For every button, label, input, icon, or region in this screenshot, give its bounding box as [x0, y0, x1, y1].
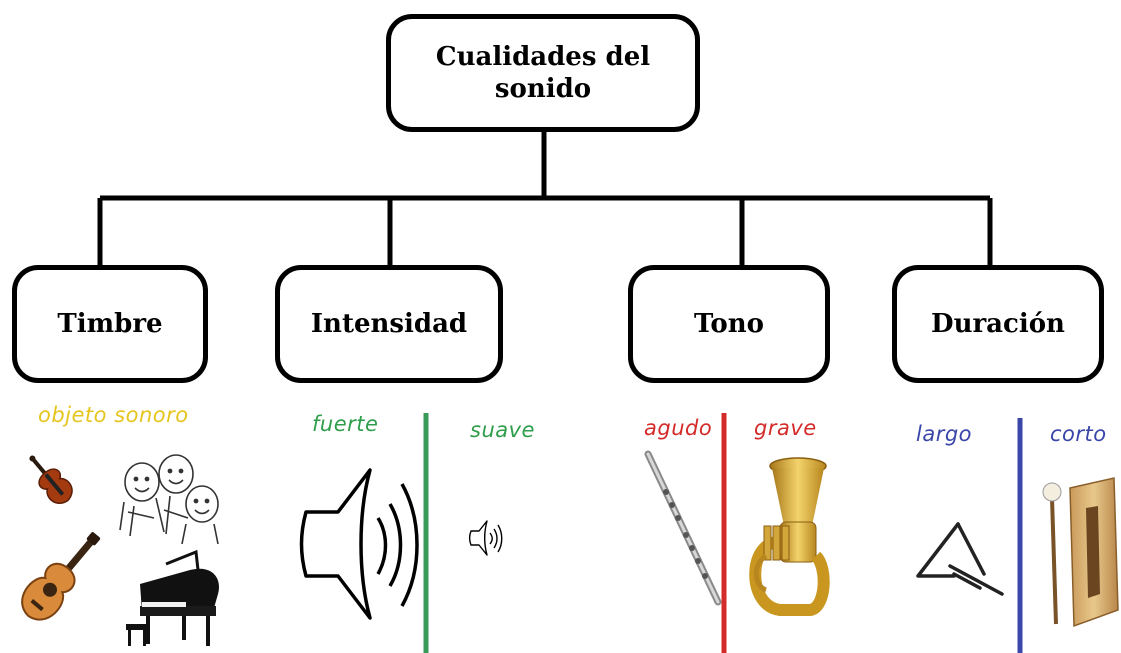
- violin-icon: [29, 455, 73, 505]
- root-box: Cualidades del sonido: [386, 14, 700, 132]
- tono-box: Tono: [628, 265, 830, 383]
- soft-speaker-icon: [468, 520, 503, 556]
- intensidad-label: Intensidad: [310, 308, 468, 339]
- singing-faces-icon: [119, 454, 219, 545]
- tono-grave-label: grave: [754, 416, 817, 440]
- duracion-divider: [1017, 418, 1023, 653]
- guitar-icon: [21, 532, 101, 621]
- loud-speaker-icon: [299, 468, 419, 620]
- tuba-icon: [749, 457, 830, 616]
- duracion-box: Duración: [892, 265, 1104, 383]
- flute-icon: [644, 450, 722, 606]
- tono-label: Tono: [694, 308, 764, 339]
- wood-block-icon: [1042, 477, 1119, 628]
- root-label: Cualidades del sonido: [435, 41, 651, 105]
- timbre-box: Timbre: [12, 265, 208, 383]
- duracion-label: Duración: [931, 308, 1065, 339]
- tono-agudo-label: agudo: [644, 416, 713, 440]
- piano-icon: [126, 549, 219, 646]
- intensidad-box: Intensidad: [275, 265, 503, 383]
- intensidad-suave-label: suave: [470, 418, 535, 442]
- intensidad-divider: [423, 413, 429, 653]
- duracion-corto-label: corto: [1050, 422, 1107, 446]
- tono-divider: [721, 413, 727, 653]
- timbre-example-label: objeto sonoro: [38, 403, 189, 427]
- duracion-largo-label: largo: [916, 422, 973, 446]
- triangle-icon: [916, 522, 1004, 596]
- timbre-label: Timbre: [57, 308, 163, 339]
- intensidad-fuerte-label: fuerte: [312, 412, 379, 436]
